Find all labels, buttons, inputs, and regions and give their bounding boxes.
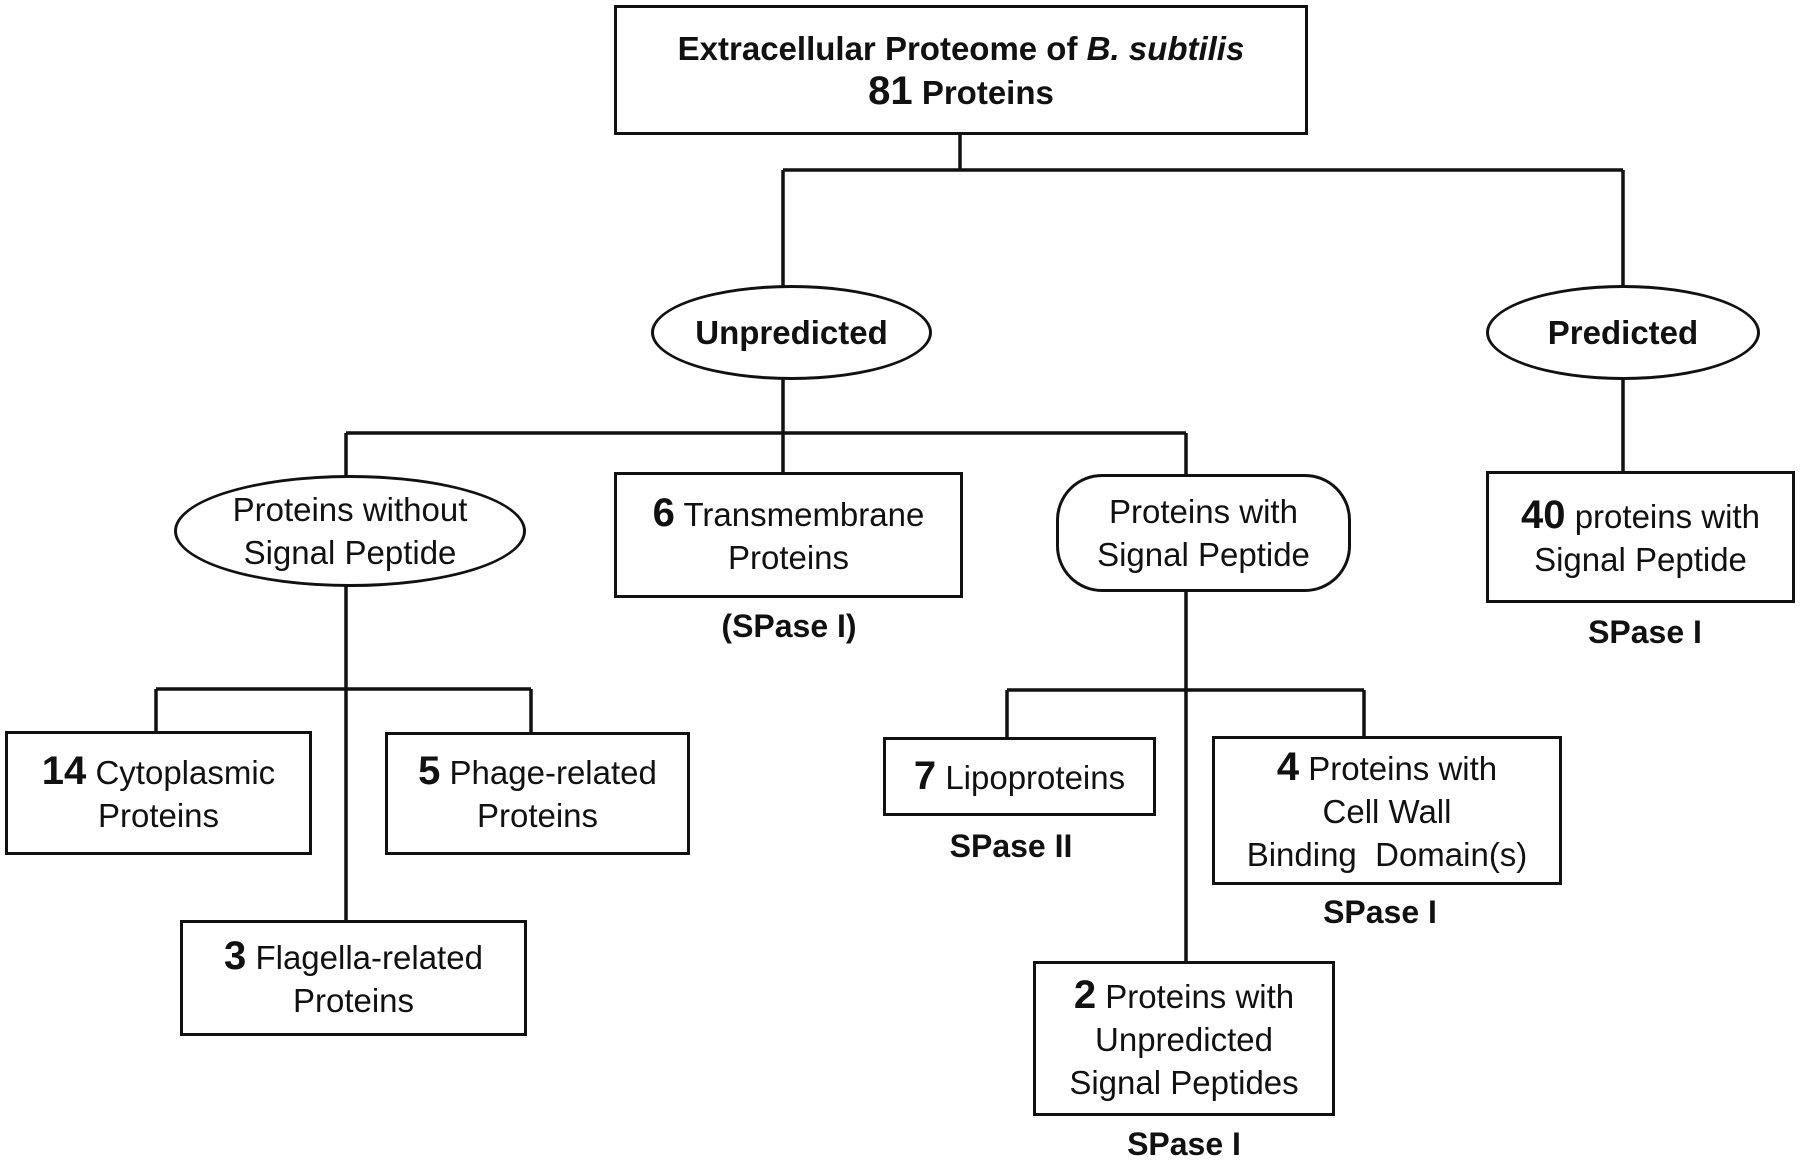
phage-node: 5 Phage-related Proteins — [385, 732, 690, 855]
cellwall-node: 4 Proteins with Cell Wall Binding Domain… — [1212, 736, 1562, 885]
cytoplasmic-node: 14 Cytoplasmic Proteins — [5, 731, 312, 855]
flagella-node: 3 Flagella-related Proteins — [180, 920, 527, 1036]
predicted-sp-node: 40 proteins with Signal Peptide — [1486, 471, 1795, 603]
predicted-sp-spase-tag: SPase I — [1588, 614, 1702, 650]
unpred-sp-node: 2 Proteins with Unpredicted Signal Pepti… — [1033, 961, 1335, 1116]
cellwall-spase-tag: SPase I — [1323, 894, 1437, 930]
lipo-spase-tag: SPase II — [949, 828, 1073, 864]
root-title: Extracellular Proteome of B. subtilis — [677, 29, 1245, 67]
with-signal-node: Proteins with Signal Peptide — [1056, 474, 1351, 592]
transmembrane-spase-tag: (SPase I) — [721, 608, 857, 644]
root-node: Extracellular Proteome of B. subtilis 81… — [614, 5, 1308, 135]
predicted-node: Predicted — [1486, 285, 1760, 380]
transmembrane-node: 6 Transmembrane Proteins — [614, 472, 963, 598]
unpred-sp-spase-tag: SPase I — [1127, 1126, 1241, 1162]
unpredicted-node: Unpredicted — [651, 285, 932, 380]
no-signal-node: Proteins without Signal Peptide — [174, 475, 526, 587]
root-count: 81 Proteins — [868, 68, 1054, 113]
lipo-node: 7 Lipoproteins — [883, 737, 1156, 816]
